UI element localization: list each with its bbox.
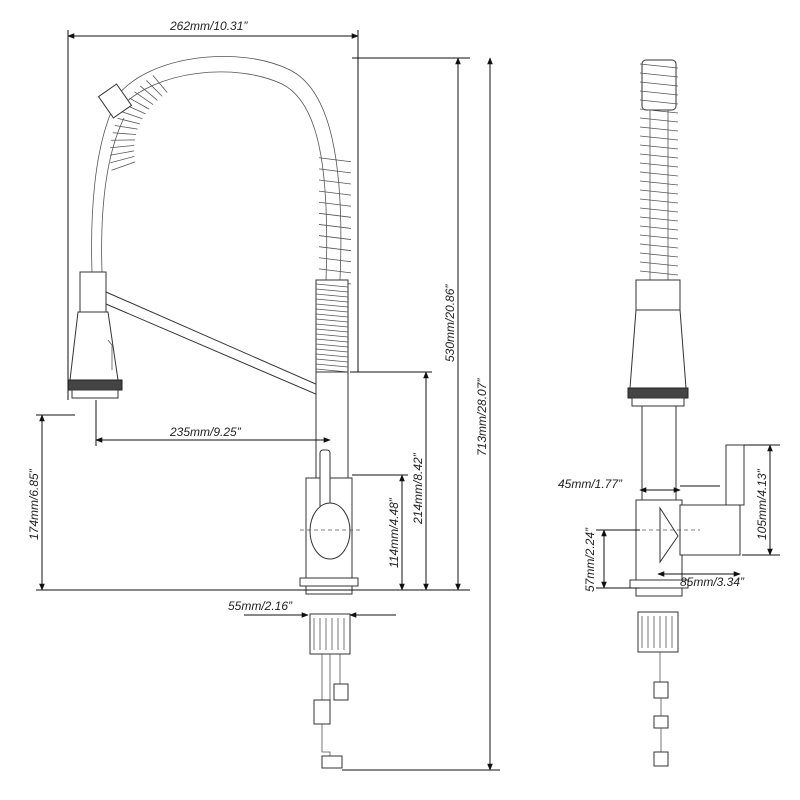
side-body xyxy=(629,405,745,597)
side-shank xyxy=(637,611,679,767)
dimension-labels: 262mm/10.31” 530mm/20.86” 713mm/28.07” 2… xyxy=(27,19,769,613)
mounting-shank xyxy=(309,613,351,769)
side-spring xyxy=(635,59,681,311)
front-dimension-lines xyxy=(36,30,500,771)
dim-spout-reach: 235mm/9.25” xyxy=(169,425,242,439)
dim-total-height: 713mm/28.07” xyxy=(475,378,489,456)
sprayer-arm xyxy=(105,291,319,396)
side-sprayer xyxy=(627,309,689,407)
dim-side-handle-reach: 85mm/3.34” xyxy=(680,575,745,589)
dim-top-width: 262mm/10.31” xyxy=(169,19,248,33)
hose-guide xyxy=(97,83,133,119)
side-view xyxy=(600,59,745,767)
dim-sprayer-height: 174mm/6.85” xyxy=(27,468,41,540)
dim-side-handle-height: 105mm/4.13” xyxy=(755,468,769,540)
faucet-body xyxy=(299,371,359,595)
dim-base-diameter: 55mm/2.16” xyxy=(228,599,293,613)
spring-lower-coils xyxy=(315,279,349,376)
dim-spout-height: 530mm/20.86” xyxy=(443,284,457,362)
front-view xyxy=(67,56,360,769)
dim-side-handle-offset: 45mm/1.77” xyxy=(558,477,623,491)
dim-side-base-height: 57mm/2.24” xyxy=(583,527,597,592)
sprayer-head xyxy=(67,271,123,399)
dim-body-height: 214mm/8.42” xyxy=(411,452,425,525)
sprayer-hose xyxy=(91,109,113,273)
dim-handle-height: 114mm/4.48” xyxy=(387,497,401,568)
spring-coil xyxy=(109,56,352,285)
side-dimension-lines xyxy=(596,444,780,589)
